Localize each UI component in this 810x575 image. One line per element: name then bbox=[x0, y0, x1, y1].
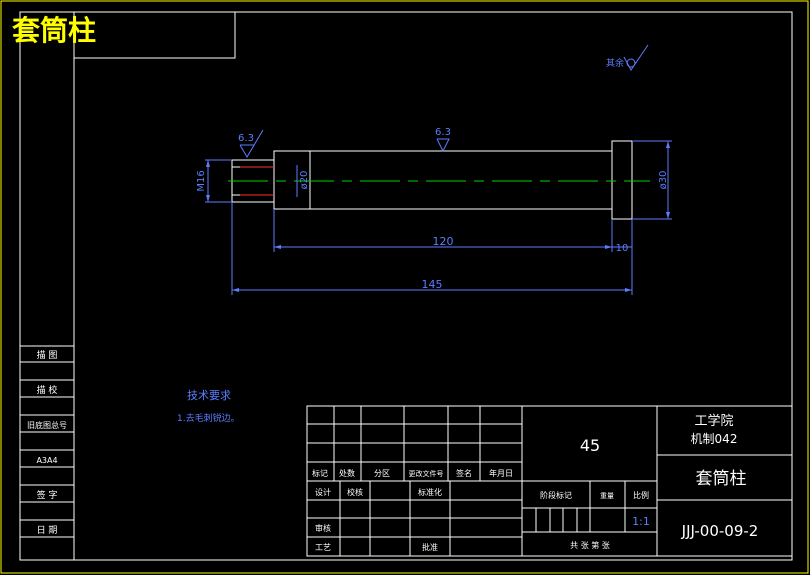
tb-approve: 批准 bbox=[422, 542, 438, 552]
tb-scale-value: 1:1 bbox=[632, 515, 650, 528]
tb-header-doc-no: 更改文件号 bbox=[409, 469, 444, 478]
dim-length-120: 120 bbox=[433, 235, 454, 248]
dimension-arrows bbox=[206, 141, 670, 292]
left-label-sheet-size: A3A4 bbox=[36, 456, 57, 465]
tb-part-name: 套筒柱 bbox=[696, 469, 747, 489]
left-column-table bbox=[20, 345, 74, 538]
left-label-check: 描 校 bbox=[37, 384, 58, 396]
tb-org-line2: 机制042 bbox=[691, 432, 738, 446]
dim-dia-30: ø30 bbox=[658, 171, 669, 190]
tb-design: 设计 bbox=[315, 487, 331, 497]
dimension-lines bbox=[205, 140, 672, 295]
drawing-title: 套筒柱 bbox=[12, 14, 96, 47]
inner-frame bbox=[19, 11, 793, 561]
part-outline bbox=[231, 140, 633, 220]
left-label-date: 日 期 bbox=[37, 525, 58, 536]
tb-header-sign: 签名 bbox=[456, 468, 472, 478]
tb-process: 工艺 bbox=[315, 543, 331, 552]
tb-org-line1: 工学院 bbox=[694, 413, 733, 429]
roughness-left-value: 6.3 bbox=[238, 133, 254, 144]
tb-drafting: 校核 bbox=[347, 487, 363, 497]
dim-dia-20: ø20 bbox=[299, 171, 310, 190]
roughness-general-label: 其余 bbox=[606, 57, 624, 69]
dim-length-10: 10 bbox=[616, 243, 629, 254]
tb-sheets: 共 张 第 张 bbox=[570, 540, 610, 550]
roughness-general-icon bbox=[623, 44, 649, 71]
roughness-left-icon bbox=[239, 129, 264, 158]
tb-weight-label: 重量 bbox=[600, 492, 614, 500]
tb-material: 45 bbox=[580, 436, 600, 455]
tb-header-count: 处数 bbox=[339, 468, 355, 478]
tb-stage-label: 阶段标记 bbox=[540, 490, 572, 500]
roughness-middle-icon bbox=[436, 138, 450, 153]
left-label-signature: 签 字 bbox=[37, 489, 58, 501]
notes-heading: 技术要求 bbox=[187, 389, 231, 402]
top-title-box bbox=[73, 12, 236, 59]
tb-header-date: 年月日 bbox=[489, 468, 513, 478]
tb-header-mark: 标记 bbox=[312, 468, 328, 478]
tb-header-zone: 分区 bbox=[374, 469, 390, 478]
roughness-middle-value: 6.3 bbox=[435, 127, 451, 138]
notes-item-1: 1.去毛刺锐边。 bbox=[177, 412, 240, 424]
tb-review: 审核 bbox=[315, 523, 331, 533]
tb-standard: 标准化 bbox=[418, 487, 442, 497]
title-block-grid bbox=[306, 405, 793, 557]
tb-scale-label: 比例 bbox=[633, 490, 649, 500]
dim-thread-m16: M16 bbox=[196, 170, 207, 191]
dim-length-145: 145 bbox=[422, 278, 443, 291]
tb-drawing-code: JJJ-00-09-2 bbox=[681, 522, 759, 540]
left-label-trace: 描 图 bbox=[37, 349, 58, 361]
left-label-old-drawing-no: 旧底图总号 bbox=[27, 420, 67, 430]
